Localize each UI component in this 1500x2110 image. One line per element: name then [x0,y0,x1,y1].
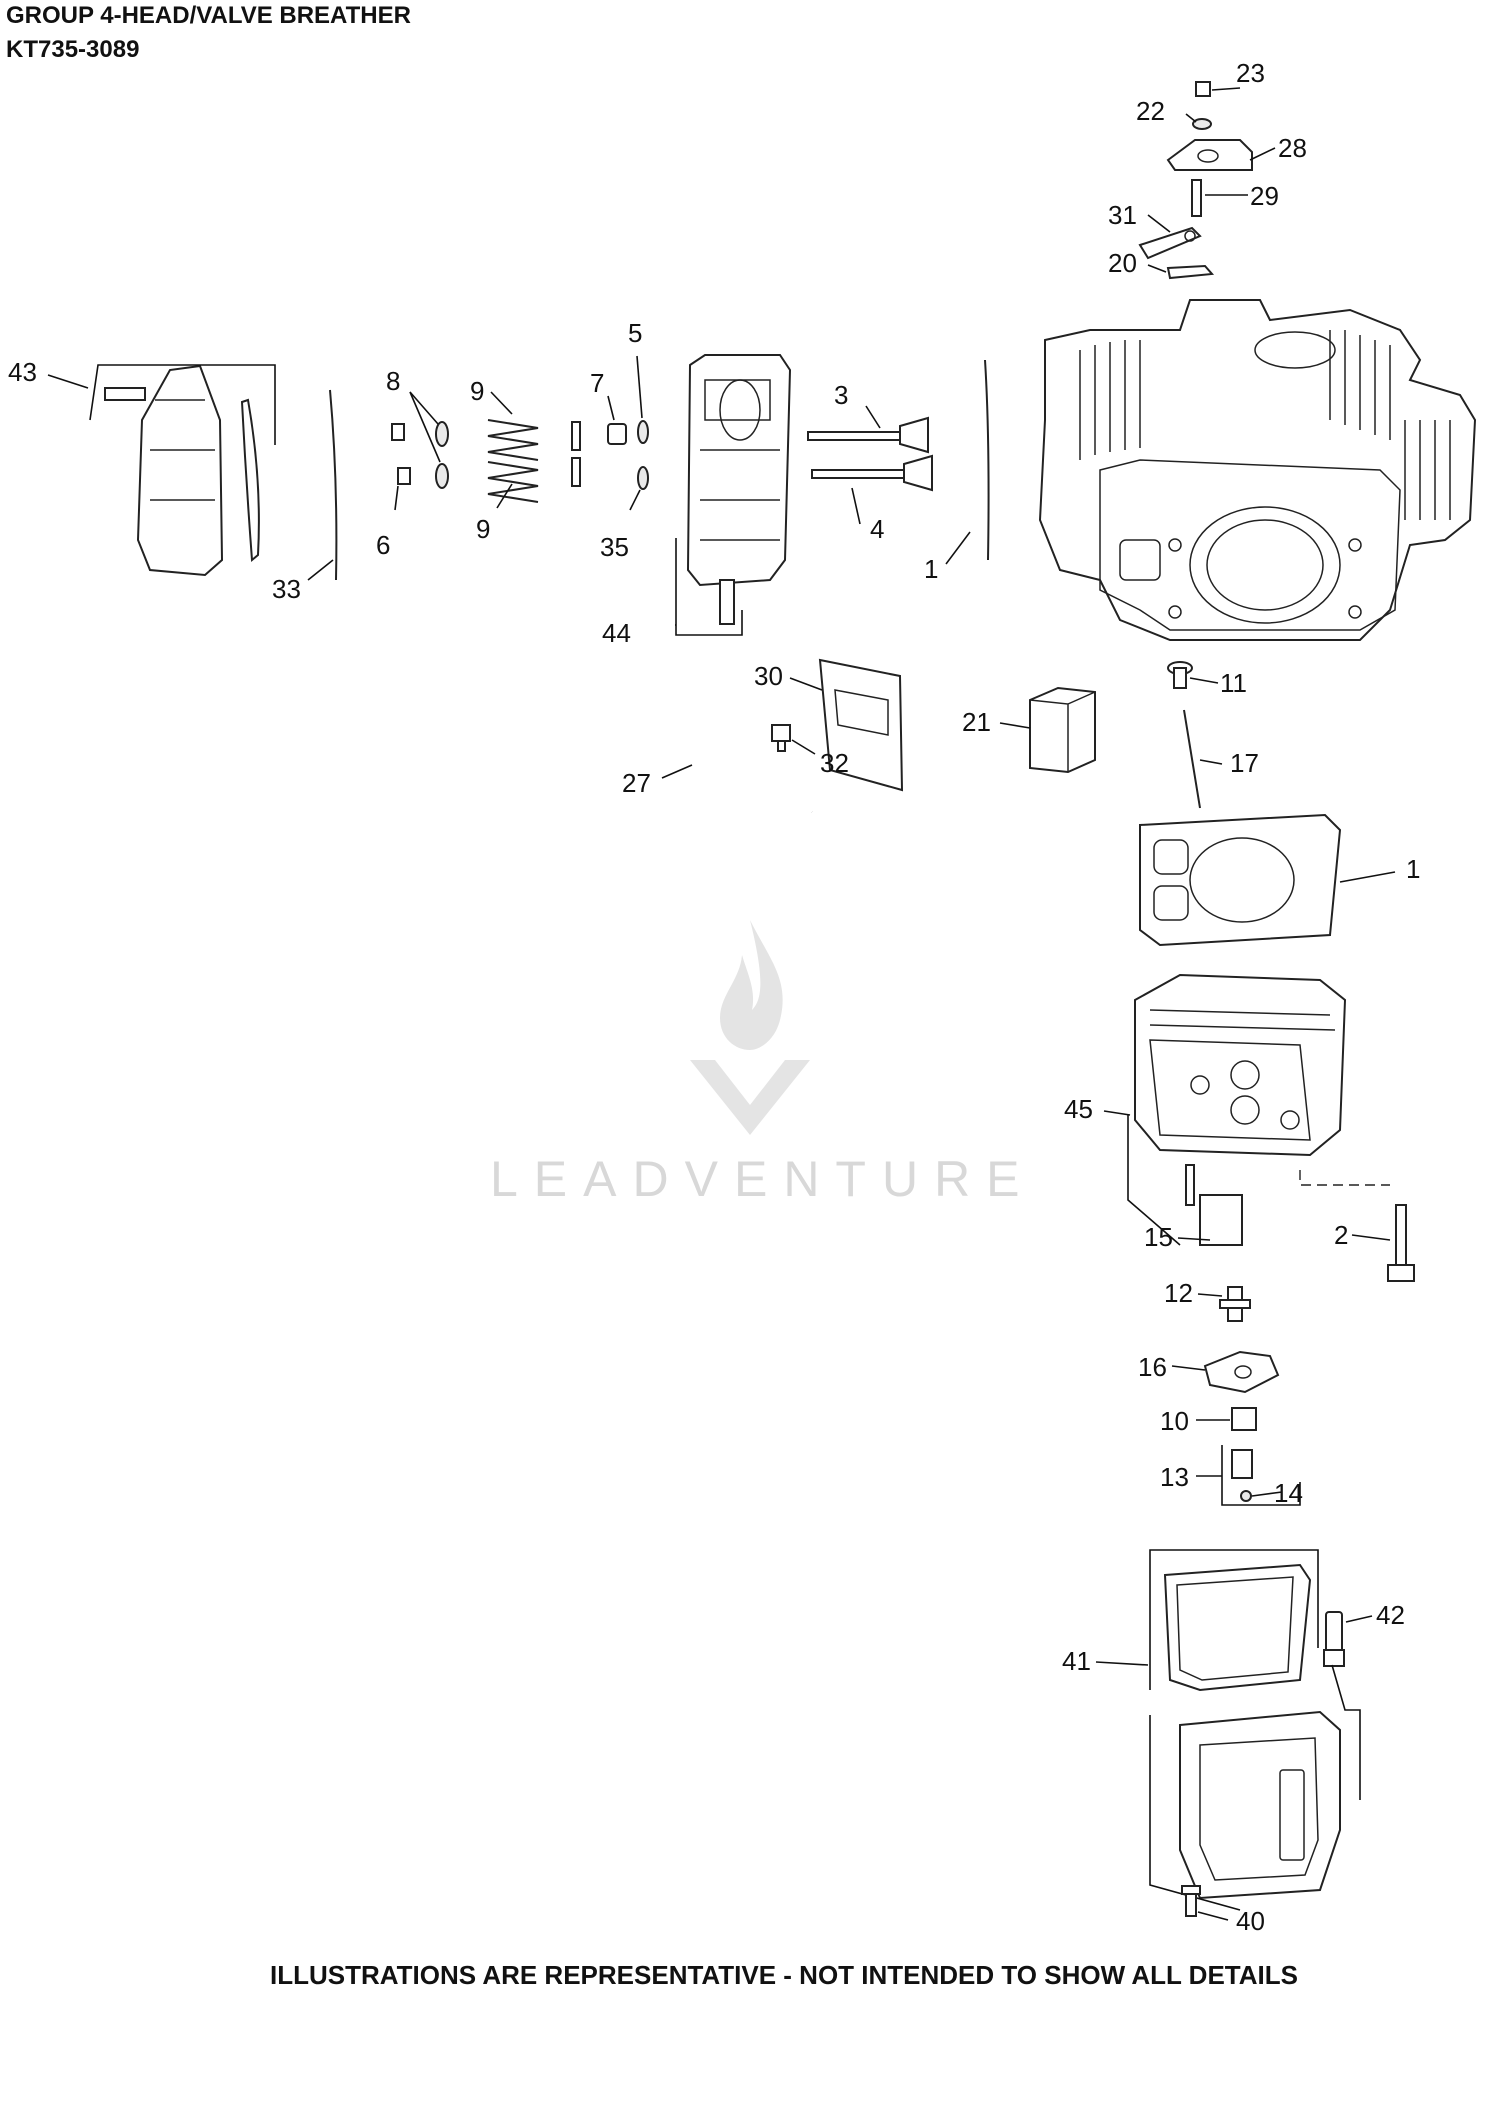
callout-3: 3 [834,380,848,410]
part-22-washer [1192,118,1212,130]
part-1-head-gasket [1139,813,1342,947]
part-3-valve [807,416,929,454]
watermark-text: LEADVENTURE [490,1151,1036,1207]
callout-12: 12 [1164,1278,1193,1308]
callout-13: 13 [1160,1462,1189,1492]
disclaimer-text: ILLUSTRATIONS ARE REPRESENTATIVE - NOT I… [270,1960,1298,1990]
callout-14: 14 [1274,1478,1303,1508]
part-9-valve-spring-upper [487,419,539,461]
callout-10: 10 [1160,1406,1189,1436]
callout-32: 32 [820,748,849,778]
part-45-cylinder-head [1134,973,1347,1157]
leader-lines [47,87,1396,1921]
callout-23: 23 [1236,58,1265,88]
part-20-clip [1166,264,1215,280]
part-12-rocker-stud [1219,1286,1251,1322]
callout-15: 15 [1144,1222,1173,1252]
part-2-head-bolt [1387,1204,1415,1282]
callout-22: 22 [1136,96,1165,126]
callout-20: 20 [1108,248,1137,278]
callout-4: 4 [870,514,884,544]
part-40-screw [1181,1885,1201,1917]
part-1-gasket-side [984,359,990,561]
part-17-push-rod [1183,709,1201,809]
part-31-bracket [1138,226,1202,260]
group-title: GROUP 4-HEAD/VALVE BREATHER [6,2,411,29]
callout-16: 16 [1138,1352,1167,1382]
part-30-breather-gasket [818,658,904,792]
callout-28: 28 [1278,133,1307,163]
callout-2: 2 [1334,1220,1348,1250]
callout-9-lower: 9 [476,514,490,544]
part-8-spring-retainers [435,421,449,489]
callout-27: 27 [622,768,651,798]
part-29-stud [1191,179,1202,217]
part-valve-guides [571,421,581,487]
part-32-screw [771,724,791,752]
callout-42: 42 [1376,1600,1405,1630]
callout-5: 5 [628,318,642,348]
bracket-45 [1127,1115,1181,1246]
part-11-valve-stem-seal [1167,661,1193,689]
callout-35: 35 [600,532,629,562]
callout-11: 11 [1220,668,1247,698]
part-44-cylinder-head-side [686,354,792,625]
callout-41: 41 [1062,1646,1091,1676]
callout-31: 31 [1108,200,1137,230]
model-number: KT735-3089 [6,36,140,63]
part-13-adjuster-nut [1221,1445,1301,1506]
callout-9-upper: 9 [470,376,484,406]
part-14-set-screw [1240,1490,1252,1502]
part-41-valve-cover [1149,1710,1341,1911]
part-21-breather-filter [1029,686,1096,774]
watermark-flame-icon [690,920,810,1135]
part-16-rocker-arm [1203,1350,1280,1394]
dash-line-bolt [1299,1170,1390,1186]
part-33-gasket [329,389,338,581]
callout-6: 6 [376,530,390,560]
part-10-rocker-pivot [1231,1407,1257,1431]
callout-8: 8 [386,366,400,396]
callout-1-gasket: 1 [1406,854,1420,884]
callout-45: 45 [1064,1094,1093,1124]
part-9-valve-spring-lower [487,461,539,503]
callout-33: 33 [272,574,301,604]
part-engine-block [1038,299,1477,641]
callout-43: 43 [8,357,37,387]
part-28-breather-plate [1166,139,1253,171]
part-43-valve-cover-assembly [89,364,276,577]
callout-21: 21 [962,707,991,737]
callout-7: 7 [590,368,604,398]
part-27-breather-hose [690,730,817,814]
part-41-valve-cover-gasket [1149,1549,1319,1692]
callout-29: 29 [1250,181,1279,211]
callout-44: 44 [602,618,631,648]
callout-17: 17 [1230,748,1259,778]
part-7-valve-seal [607,423,627,445]
callout-40: 40 [1236,1906,1265,1936]
part-23-nut [1195,81,1211,97]
part-4-valve [811,454,933,492]
callout-1-side: 1 [924,554,938,584]
part-6-valve-keepers [391,423,411,485]
part-35-valve-seat [637,466,649,490]
part-5-valve-seat [637,420,649,444]
part-42-breather-fitting [1323,1611,1361,1800]
part-15-guide-plate [1185,1164,1243,1246]
callout-30: 30 [754,661,783,691]
bracket-44 [675,538,743,636]
